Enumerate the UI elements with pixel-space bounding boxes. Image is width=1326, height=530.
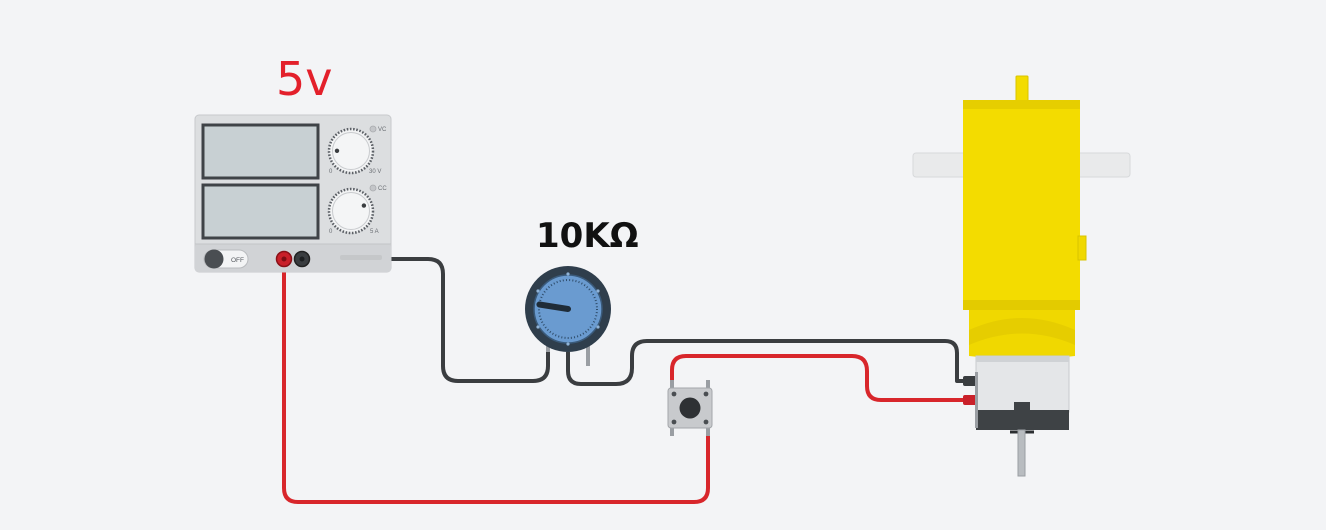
current-mode-label: CC bbox=[378, 186, 387, 192]
supply-voltage-annotation: 5v bbox=[276, 52, 333, 106]
wire-positive-supply-to-button[interactable] bbox=[282, 257, 710, 504]
power-switch[interactable]: OFF bbox=[203, 249, 249, 269]
voltage-scale-max: 30 V bbox=[369, 169, 381, 175]
button-actuator[interactable] bbox=[679, 397, 701, 419]
dc-gear-motor[interactable] bbox=[912, 75, 1131, 477]
wire-positive-button-to-motor[interactable] bbox=[670, 354, 970, 402]
motor-terminal-positive[interactable] bbox=[963, 395, 977, 405]
potentiometer[interactable] bbox=[525, 266, 611, 366]
current-knob[interactable] bbox=[327, 187, 375, 235]
button-pin bbox=[706, 424, 710, 436]
pot-pin-right bbox=[586, 338, 590, 366]
wire-negative-supply-to-pot[interactable] bbox=[300, 257, 550, 383]
voltage-scale-min: 0 bbox=[329, 169, 333, 175]
push-button[interactable] bbox=[667, 380, 713, 436]
pot-resistance-annotation: 10KΩ bbox=[536, 216, 639, 256]
motor-output-shaft bbox=[1015, 75, 1029, 105]
voltage-knob[interactable] bbox=[327, 127, 375, 175]
current-mode-led bbox=[369, 184, 377, 192]
voltage-mode-led bbox=[369, 125, 377, 133]
power-switch-label: OFF bbox=[231, 257, 244, 264]
button-pin bbox=[706, 380, 710, 392]
current-scale-min: 0 bbox=[329, 229, 333, 235]
wires bbox=[282, 257, 970, 504]
button-pin bbox=[670, 424, 674, 436]
voltage-display bbox=[201, 123, 320, 180]
power-supply[interactable]: 0 30 V VC 0 5 A CC OFF bbox=[194, 114, 392, 273]
button-pin bbox=[670, 380, 674, 392]
motor-rear-shaft bbox=[1017, 429, 1026, 477]
voltage-mode-label: VC bbox=[378, 127, 387, 133]
pot-wiper[interactable] bbox=[536, 301, 571, 312]
current-scale-max: 5 A bbox=[370, 229, 379, 235]
motor-terminal-negative[interactable] bbox=[963, 376, 977, 386]
current-display bbox=[201, 183, 320, 240]
wire-negative-pot-to-motor[interactable] bbox=[566, 339, 970, 386]
